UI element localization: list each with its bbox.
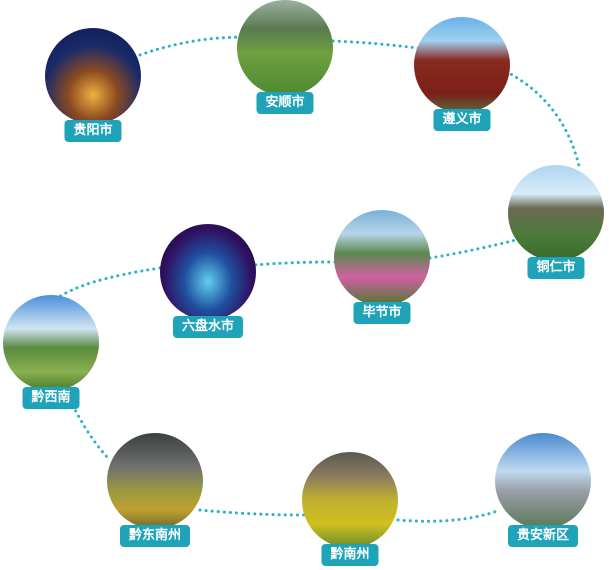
city-guian[interactable]: 贵安新区 xyxy=(495,433,591,547)
city-label: 黔东南州 xyxy=(119,525,191,547)
city-tongren[interactable]: 铜仁市 xyxy=(508,165,604,279)
city-guiyang[interactable]: 贵阳市 xyxy=(45,28,141,142)
city-label: 安顺市 xyxy=(256,92,314,114)
city-label: 贵阳市 xyxy=(64,120,122,142)
tongren-photo xyxy=(508,165,604,261)
bijie-photo xyxy=(334,210,430,306)
city-qiandongnan[interactable]: 黔东南州 xyxy=(107,433,203,547)
qiandongnan-photo xyxy=(107,433,203,529)
city-label: 黔西南 xyxy=(22,387,80,409)
city-label: 毕节市 xyxy=(353,302,411,324)
anshun-photo xyxy=(237,0,333,96)
city-anshun[interactable]: 安顺市 xyxy=(237,0,333,114)
city-label: 贵安新区 xyxy=(507,525,579,547)
guian-photo xyxy=(495,433,591,529)
city-qianxinan[interactable]: 黔西南 xyxy=(3,295,99,409)
city-zunyi[interactable]: 遵义市 xyxy=(414,17,510,131)
guiyang-photo xyxy=(45,28,141,124)
city-label: 六盘水市 xyxy=(172,316,244,338)
city-liupanshui[interactable]: 六盘水市 xyxy=(160,224,256,338)
zunyi-photo xyxy=(414,17,510,113)
city-qiannan[interactable]: 黔南州 xyxy=(302,452,398,566)
city-label: 黔南州 xyxy=(321,544,379,566)
qianxinan-photo xyxy=(3,295,99,391)
city-label: 铜仁市 xyxy=(527,257,585,279)
liupanshui-photo xyxy=(160,224,256,320)
qiannan-photo xyxy=(302,452,398,548)
city-label: 遵义市 xyxy=(433,109,491,131)
city-bijie[interactable]: 毕节市 xyxy=(334,210,430,324)
